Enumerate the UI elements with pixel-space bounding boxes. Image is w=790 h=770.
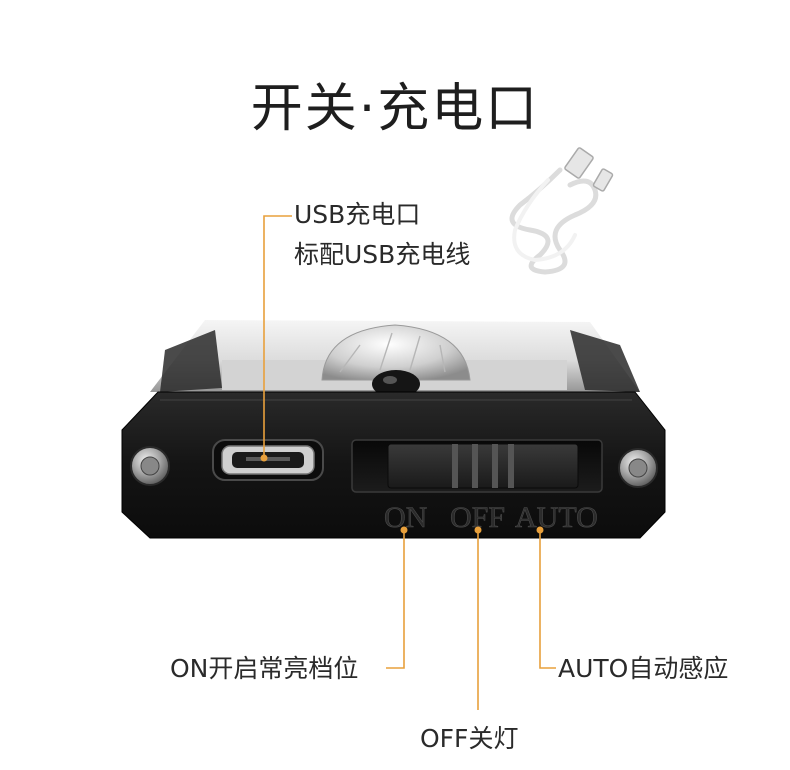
micro-usb-port[interactable] [212,439,324,481]
callout-leaders [260,215,556,710]
switch-marking-auto: AUTO [515,501,598,534]
auto-leader-line [539,530,556,669]
usb-cable-label: 标配USB充电线 [294,240,471,269]
usb-leader-dot [260,454,268,462]
on-leader-dot [400,526,408,534]
usb-cable [509,147,614,275]
auto-leader-dot [536,526,544,534]
mode-switch[interactable] [351,439,603,493]
off-mode-label: OFF关灯 [420,724,519,753]
motion-sensor-dome [321,324,471,398]
on-leader-line [386,530,405,669]
auto-mode-label: AUTO自动感应 [558,654,729,683]
on-mode-label: ON开启常亮档位 [170,654,359,683]
page-title: 开关·充电口 [250,79,540,139]
usb-leader-line [263,215,292,458]
usb-port-label: USB充电口 [294,200,421,229]
left-screw [130,446,170,486]
off-leader-dot [474,526,482,534]
right-screw [618,448,658,488]
